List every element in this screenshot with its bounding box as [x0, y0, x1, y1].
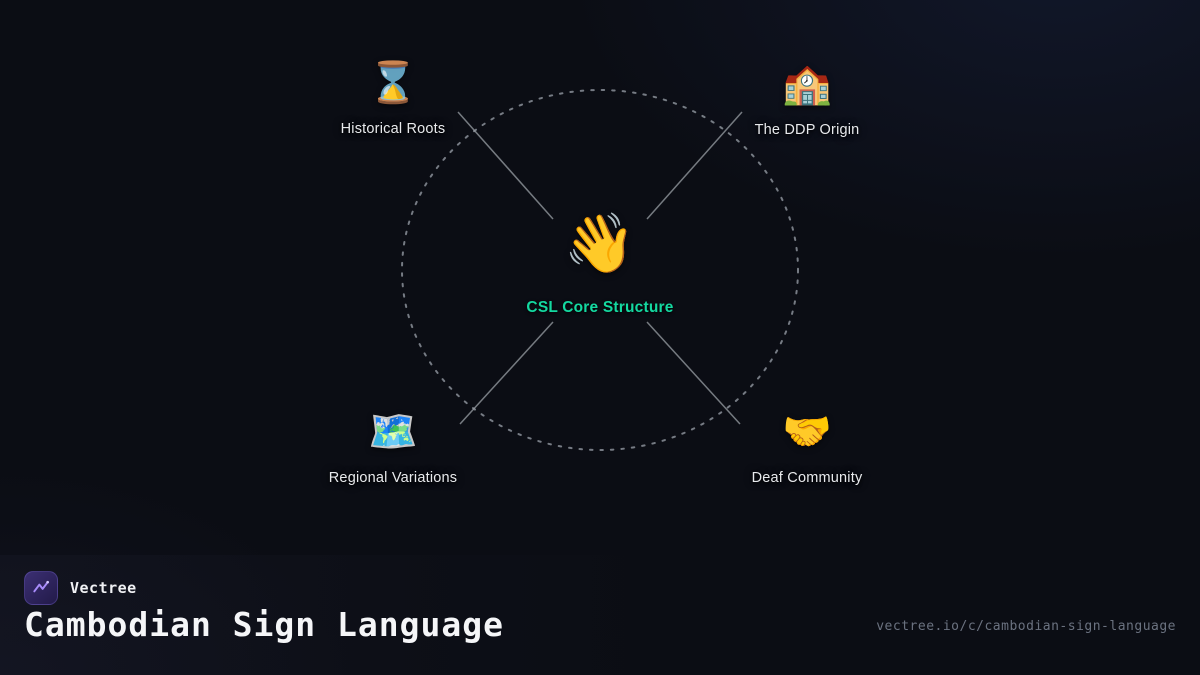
share-url: vectree.io/c/cambodian-sign-language [876, 619, 1176, 634]
vectree-logo [24, 571, 58, 605]
node-label: Historical Roots [340, 121, 446, 137]
brand-row: Vectree [24, 571, 137, 605]
vectree-logo-icon [33, 580, 49, 593]
connector-line-top-left [457, 111, 554, 220]
center-node-csl-core-structure[interactable]: 👋 CSL Core Structure [526, 215, 673, 317]
school-icon: 🏫 [782, 62, 832, 106]
footer-bar: Vectree Cambodian Sign Language vectree.… [0, 555, 1200, 675]
brand-name: Vectree [70, 579, 137, 597]
hourglass-icon: ⌛ [368, 61, 418, 105]
center-node-label: CSL Core Structure [526, 299, 674, 316]
waving-hand-icon: 👋 [563, 211, 637, 276]
connector-line-top-right [646, 111, 743, 220]
node-label: Deaf Community [751, 470, 863, 486]
handshake-icon: 🤝 [782, 410, 832, 454]
connector-line-bottom-right [646, 321, 741, 425]
node-historical-roots[interactable]: ⌛ Historical Roots [341, 63, 446, 137]
node-deaf-community[interactable]: 🤝 Deaf Community [752, 412, 863, 486]
node-ddp-origin[interactable]: 🏫 The DDP Origin [755, 64, 860, 138]
node-label: Regional Variations [328, 470, 458, 486]
page-title: Cambodian Sign Language [24, 605, 504, 644]
world-map-icon: 🗺️ [368, 410, 418, 454]
connector-line-bottom-left [459, 321, 554, 425]
node-regional-variations[interactable]: 🗺️ Regional Variations [329, 412, 457, 486]
node-label: The DDP Origin [754, 122, 860, 138]
